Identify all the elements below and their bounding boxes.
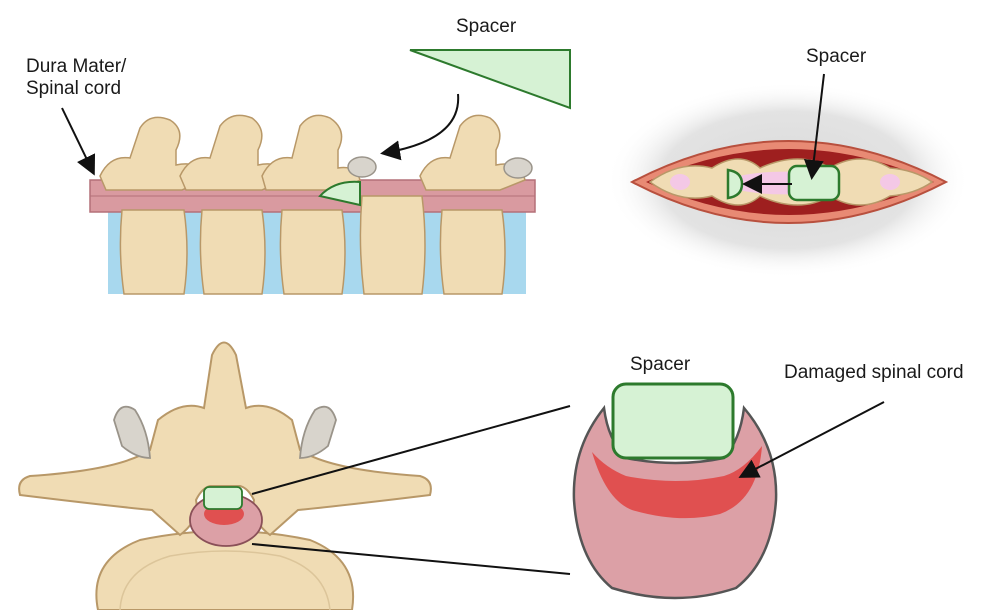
spacer-label-side: Spacer bbox=[456, 16, 517, 37]
spacer-wedge bbox=[410, 50, 570, 108]
vertebra-bodies bbox=[120, 196, 505, 294]
surgical-top-view-panel: Spacer bbox=[606, 46, 970, 278]
spacer-small-top-view bbox=[728, 170, 742, 198]
spacer-label-cross-section: Spacer bbox=[630, 354, 691, 375]
facet-left bbox=[114, 407, 150, 458]
cord-zoom-panel: Spacer Damaged spinal cord bbox=[574, 354, 964, 598]
insert-arrow bbox=[384, 94, 458, 153]
spacer-label-top-view: Spacer bbox=[806, 46, 867, 67]
spacer-axial bbox=[204, 487, 242, 509]
dura-mater-label: Dura Mater/ bbox=[26, 56, 127, 77]
dura-arrow bbox=[62, 108, 93, 172]
spacer-cross-section bbox=[613, 384, 733, 458]
damaged-cord-label: Damaged spinal cord bbox=[784, 362, 964, 383]
vertebra-processes bbox=[100, 115, 525, 190]
spacer-top-view bbox=[789, 166, 839, 200]
axial-vertebra-panel bbox=[19, 343, 570, 610]
spinal-cord-label: Spinal cord bbox=[26, 78, 121, 99]
lateral-spine-panel: Dura Mater/ Spinal cord Spacer bbox=[26, 16, 570, 294]
facet-right bbox=[300, 407, 336, 458]
